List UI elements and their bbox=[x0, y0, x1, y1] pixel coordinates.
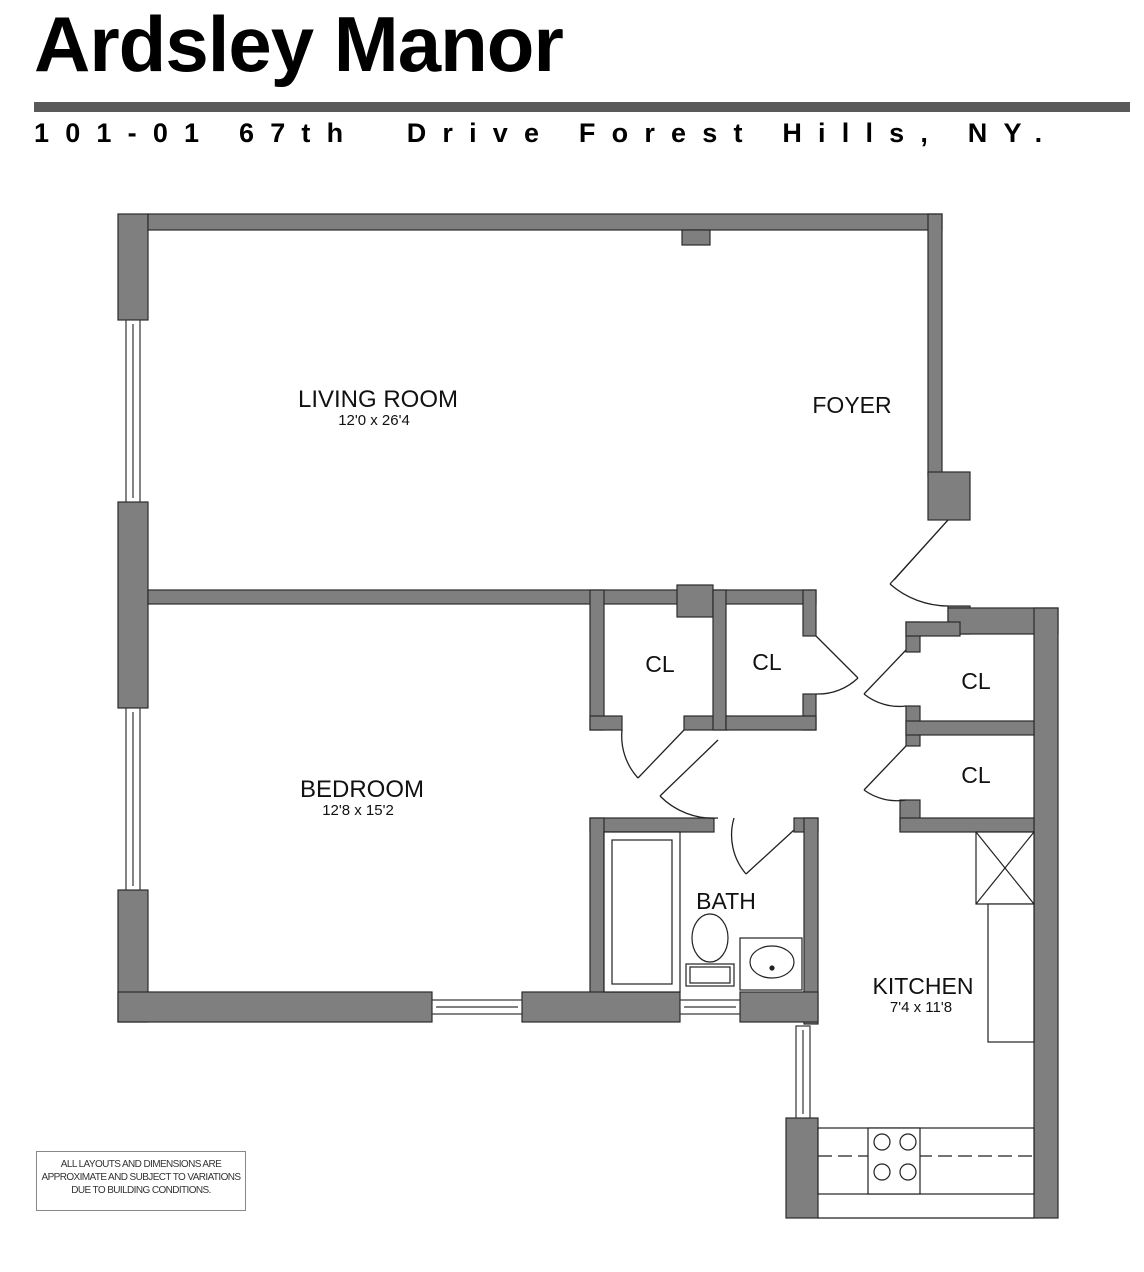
wall-cl34-div bbox=[905, 720, 1035, 736]
foyer-label: FOYER bbox=[812, 392, 891, 418]
sink-basin bbox=[749, 945, 795, 979]
wall-north bbox=[147, 213, 943, 231]
bedroom-dims: 12'8 x 15'2 bbox=[322, 802, 394, 819]
wall-cl3-top bbox=[905, 621, 961, 637]
kitchen-label: KITCHEN bbox=[873, 973, 974, 999]
building-title: Ardsley Manor bbox=[34, 0, 564, 88]
wall-bath-east bbox=[803, 817, 819, 1025]
wall-south-3 bbox=[739, 991, 819, 1023]
bath-door bbox=[730, 817, 795, 875]
closet4-door bbox=[863, 745, 907, 802]
wall-east-foyer bbox=[927, 213, 943, 477]
disclaimer-box: ALL LAYOUTS AND DIMENSIONS ARE APPROXIMA… bbox=[36, 1151, 246, 1211]
wall-cl1-bottom bbox=[589, 715, 623, 731]
room-labels: LIVING ROOM 12'0 x 26'4 FOYER BEDROOM 12… bbox=[298, 386, 991, 1016]
fixtures bbox=[603, 831, 1035, 1219]
bedroom-label: BEDROOM bbox=[300, 776, 424, 803]
bathtub-inner bbox=[611, 839, 673, 985]
closet2-door bbox=[815, 635, 859, 695]
toilet-tank-inner bbox=[689, 966, 731, 984]
wall-east-exterior bbox=[1033, 607, 1059, 1219]
partition-chase bbox=[676, 584, 714, 618]
bath-label: BATH bbox=[696, 888, 756, 914]
kitchen-counter bbox=[987, 903, 1035, 1043]
closet1-door bbox=[621, 729, 685, 779]
wall-cl1-west bbox=[589, 589, 605, 731]
wall-cl2-east bbox=[802, 589, 817, 637]
disclaimer-line-3: DUE TO BUILDING CONDITIONS. bbox=[71, 1185, 211, 1196]
closet3-door bbox=[863, 649, 907, 708]
wall-south-1 bbox=[117, 991, 433, 1023]
wall-bath-west bbox=[589, 817, 605, 995]
disclaimer-line-1: ALL LAYOUTS AND DIMENSIONS ARE bbox=[60, 1159, 222, 1170]
kitchen-dims: 7'4 x 11'8 bbox=[890, 999, 952, 1016]
living-room-dims: 12'0 x 26'4 bbox=[338, 412, 410, 429]
range-counter bbox=[817, 1127, 1035, 1195]
disclaimer-line-2: APPROXIMATE AND SUBJECT TO VARIATIONS bbox=[41, 1172, 242, 1183]
wall-cl12-div bbox=[712, 589, 727, 731]
toilet-bowl bbox=[691, 913, 729, 963]
wall-foyer-jamb bbox=[927, 471, 971, 521]
wall-cl2-bottom bbox=[725, 715, 817, 731]
wall-south-2 bbox=[521, 991, 681, 1023]
wall-cl4-bottom bbox=[899, 817, 1035, 833]
wall-west-2 bbox=[117, 501, 149, 709]
closet-label-3: CL bbox=[961, 668, 991, 694]
building-address: 101-01 67th Drive Forest Hills, NY. bbox=[34, 118, 1059, 148]
closet-label-2: CL bbox=[752, 649, 782, 675]
windows bbox=[125, 319, 811, 1119]
wall-bath-top-l bbox=[589, 817, 715, 833]
doors bbox=[621, 519, 949, 875]
bedroom-door bbox=[659, 739, 719, 819]
living-room-label: LIVING ROOM bbox=[298, 386, 458, 413]
wall-west-1 bbox=[117, 213, 149, 321]
north-chase bbox=[681, 229, 711, 246]
closet-label-1: CL bbox=[645, 651, 675, 677]
header-rule bbox=[34, 102, 1130, 112]
wall-kitchen-west bbox=[785, 1117, 819, 1219]
closet-label-4: CL bbox=[961, 762, 991, 788]
entry-door bbox=[889, 519, 949, 607]
walls bbox=[117, 213, 1059, 1219]
